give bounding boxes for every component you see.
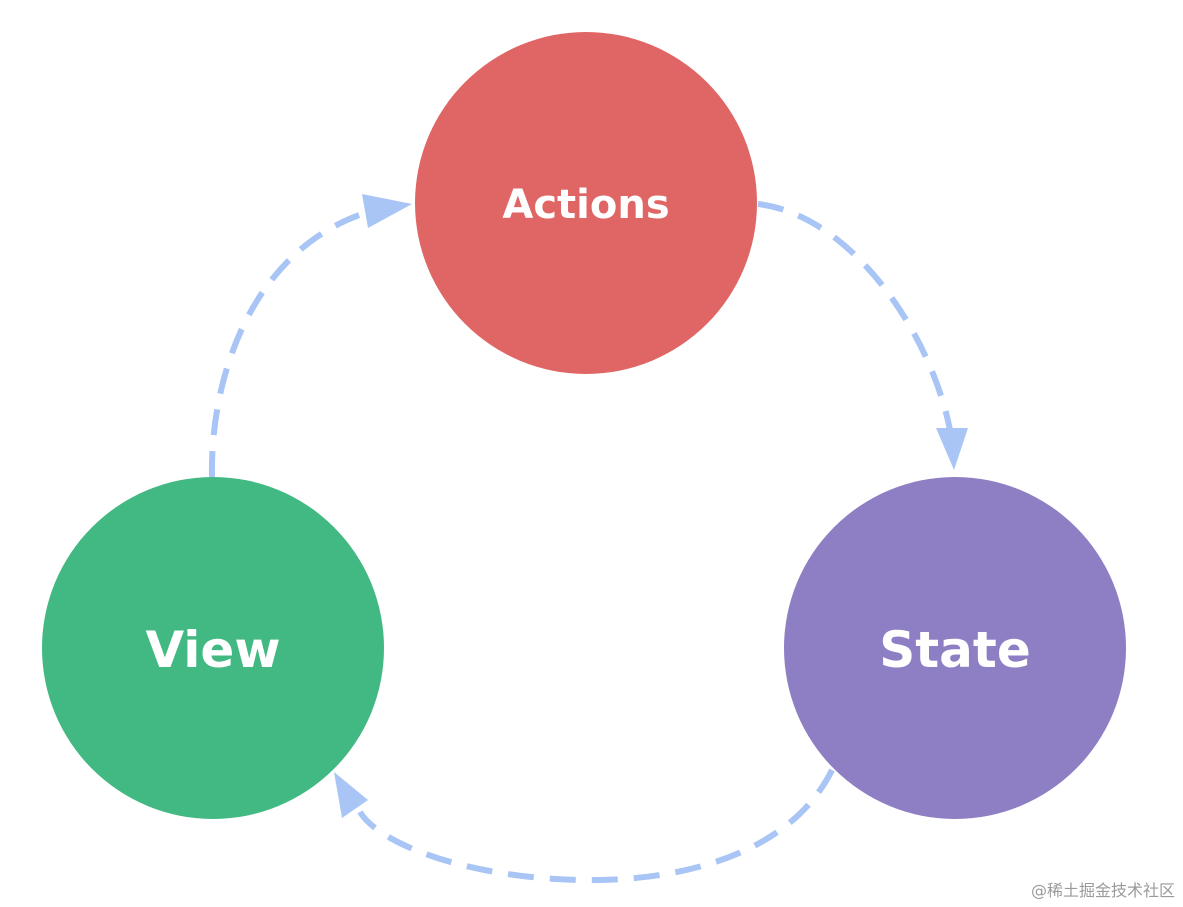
edge-state-to-view-line [357, 768, 835, 884]
node-actions-label: Actions [502, 182, 669, 228]
node-view-label: View [145, 621, 280, 679]
edge-view-to-actions [208, 194, 412, 478]
edge-view-to-actions-arrowhead [362, 194, 412, 228]
node-view: View [42, 477, 384, 819]
edge-actions-to-state-arrowhead [936, 428, 968, 470]
watermark-text: @稀土掘金技术社区 [1030, 881, 1175, 900]
node-view-circle [42, 477, 384, 819]
edge-actions-to-state-line [757, 201, 953, 431]
edge-state-to-view [334, 768, 835, 884]
node-actions-circle [415, 32, 757, 374]
edge-state-to-view-arrowhead [334, 772, 368, 818]
node-state-label: State [879, 621, 1030, 679]
node-actions: Actions [415, 32, 757, 374]
node-state: State [784, 477, 1126, 819]
node-state-circle [784, 477, 1126, 819]
edge-view-to-actions-line [208, 209, 369, 478]
edge-actions-to-state [757, 201, 968, 470]
